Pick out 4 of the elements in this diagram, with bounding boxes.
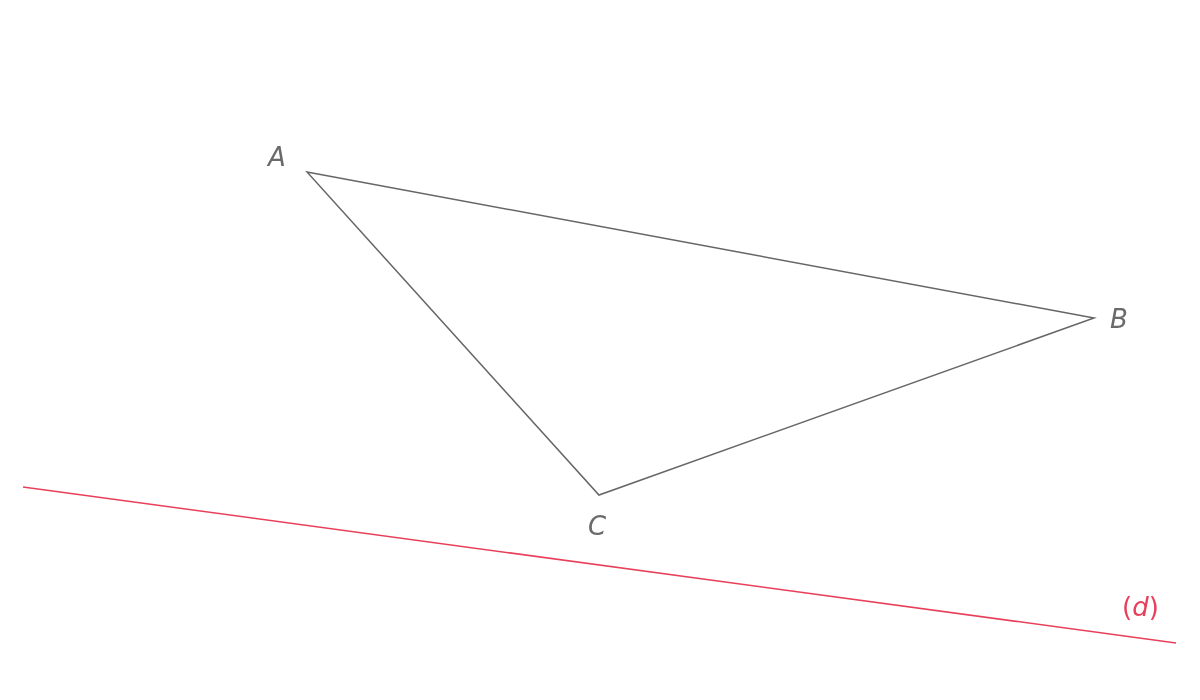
point-label: A xyxy=(268,142,286,172)
point-label: C xyxy=(588,511,607,541)
point-label: B xyxy=(1110,304,1128,334)
line-label: (d) xyxy=(1122,592,1159,622)
